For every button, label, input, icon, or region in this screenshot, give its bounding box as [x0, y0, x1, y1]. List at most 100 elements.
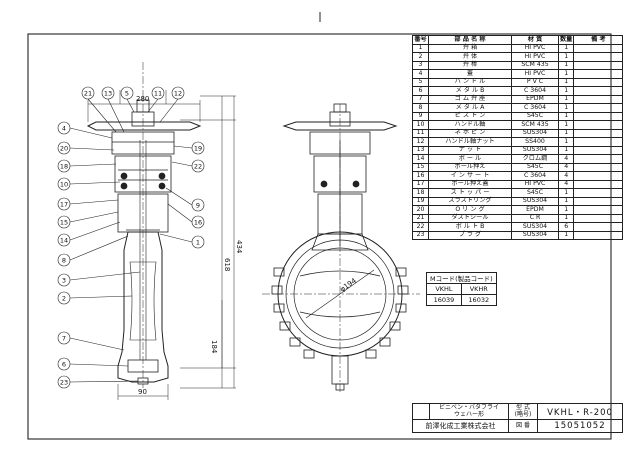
company-name: 前澤化成工業株式会社 — [412, 419, 509, 434]
valve-body — [117, 231, 169, 383]
svg-text:13: 13 — [104, 90, 112, 98]
parts-cell-material: SUS304 — [511, 222, 559, 232]
parts-cell-no: 23 — [412, 230, 429, 240]
svg-text:12: 12 — [174, 90, 182, 98]
parts-cell-qty: 1 — [557, 103, 575, 113]
parts-cell-no: 6 — [412, 86, 429, 96]
parts-cell-no: 1 — [412, 43, 429, 53]
parts-cell-name: ボール押え蓋 — [428, 179, 512, 189]
parts-cell-qty: 1 — [557, 196, 575, 206]
parts-cell-no: 22 — [412, 222, 429, 232]
parts-cell-material: HI PVC — [511, 52, 559, 62]
parts-cell-name: 弁 箱 — [428, 43, 512, 53]
parts-cell-remarks — [573, 188, 624, 198]
svg-text:6: 6 — [62, 361, 66, 369]
parts-cell-qty: 1 — [557, 120, 575, 130]
dim-434: 434 — [235, 240, 243, 254]
model-value: VKHL・R-200 — [537, 402, 623, 421]
parts-cell-qty: 4 — [557, 179, 575, 189]
parts-cell-no: 11 — [412, 128, 429, 138]
parts-cell-material: SCM 435 — [511, 60, 559, 70]
parts-cell-name: O リ ン グ — [428, 205, 512, 215]
parts-cell-name: ハンドル軸 — [428, 120, 512, 130]
parts-cell-name: ボ ー ル — [428, 154, 512, 164]
parts-cell-no: 4 — [412, 69, 429, 79]
parts-cell-remarks — [573, 213, 624, 223]
parts-cell-remarks — [573, 77, 624, 87]
parts-cell-remarks — [573, 196, 624, 206]
parts-cell-remarks — [573, 171, 624, 181]
svg-text:14: 14 — [60, 237, 68, 245]
product-name-line1: ビニベン・バタフライ — [438, 404, 499, 411]
parts-cell-remarks — [573, 43, 624, 53]
parts-cell-remarks — [573, 137, 624, 147]
parts-cell-no: 8 — [412, 103, 429, 113]
parts-cell-no: 9 — [412, 111, 429, 121]
parts-cell-material: SS400 — [511, 137, 559, 147]
parts-cell-qty: 1 — [557, 111, 575, 121]
handle — [86, 121, 202, 131]
parts-cell-remarks — [573, 103, 624, 113]
parts-cell-name: 弁 体 — [428, 52, 512, 62]
parts-cell-name: メ タ ル A — [428, 103, 512, 113]
m-code-header-left: VKHL — [426, 283, 462, 295]
parts-cell-remarks — [573, 52, 624, 62]
parts-cell-material: C R — [511, 213, 559, 223]
parts-cell-name: ゴ ム 弁 座 — [428, 94, 512, 104]
parts-cell-qty: 1 — [557, 205, 575, 215]
parts-cell-material: SUS304 — [511, 196, 559, 206]
parts-cell-remarks — [573, 128, 624, 138]
parts-cell-material: S45C — [511, 188, 559, 198]
svg-text:19: 19 — [194, 145, 202, 153]
drawing-number: 15051052 — [537, 419, 623, 434]
parts-cell-remarks — [573, 94, 624, 104]
title-block: ビニベン・バタフライ ウェハー形 型 式 (略号) VKHL・R-200 前澤化… — [412, 402, 623, 434]
parts-cell-material: SUS304 — [511, 230, 559, 240]
parts-cell-remarks — [573, 60, 624, 70]
parts-cell-no: 13 — [412, 145, 429, 155]
product-name-line2: ウェハー形 — [453, 410, 484, 418]
side-view — [262, 103, 420, 394]
parts-cell-remarks — [573, 162, 624, 172]
m-code-value-right: 16032 — [460, 294, 497, 306]
parts-cell-material: SCM 435 — [511, 120, 559, 130]
parts-cell-material: EPDM — [511, 94, 559, 104]
parts-cell-name: イ ン サ ー ト — [428, 171, 512, 181]
parts-cell-qty: 4 — [557, 171, 575, 181]
parts-cell-name: ボール押え — [428, 162, 512, 172]
svg-text:1: 1 — [196, 239, 200, 247]
parts-cell-no: 21 — [412, 213, 429, 223]
parts-cell-no: 14 — [412, 154, 429, 164]
parts-cell-remarks — [573, 69, 624, 79]
parts-cell-name: ハ ン ド ル — [428, 77, 512, 87]
parts-cell-material: HI PVC — [511, 43, 559, 53]
col-header-qty: 数量 — [557, 35, 575, 45]
parts-cell-material: S45C — [511, 111, 559, 121]
parts-cell-remarks — [573, 145, 624, 155]
model-label-line2: (略号) — [514, 410, 532, 418]
parts-cell-name: 蓋 — [428, 69, 512, 79]
parts-cell-material: HI PVC — [511, 69, 559, 79]
svg-text:10: 10 — [60, 181, 68, 189]
svg-text:7: 7 — [62, 335, 66, 343]
parts-cell-name: ピ ス ト ン — [428, 111, 512, 121]
bonnet — [111, 131, 175, 155]
m-code-title: Mコード(製品コード) — [426, 272, 497, 284]
parts-cell-remarks — [573, 179, 624, 189]
parts-cell-no: 7 — [412, 94, 429, 104]
parts-cell-name: ハンドル軸ナット — [428, 137, 512, 147]
m-code-header-right: VKHR — [460, 283, 497, 295]
parts-cell-qty: 1 — [557, 60, 575, 70]
